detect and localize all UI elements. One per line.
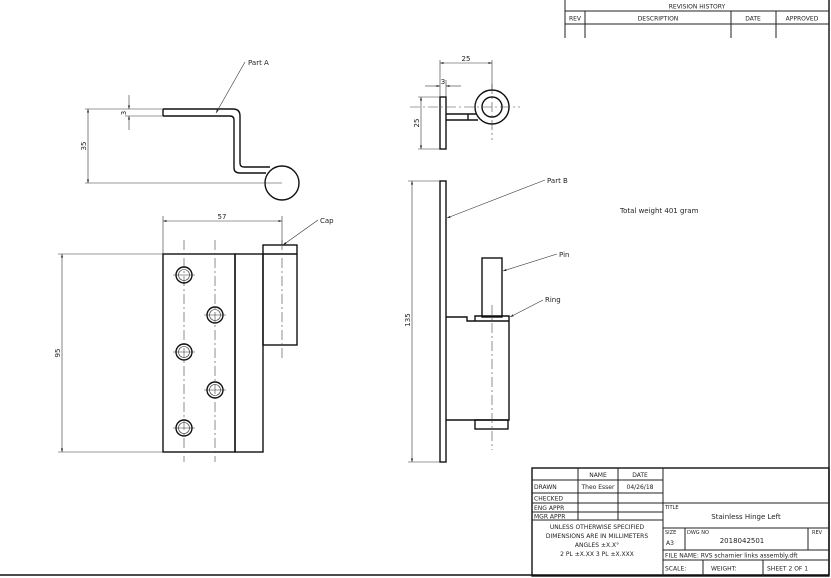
- title-block: NAME DATE DRAWN Theo Esser 04/26/18 CHEC…: [531, 467, 830, 577]
- total-weight-note: Total weight 401 gram: [619, 207, 699, 215]
- size-value: A3: [666, 540, 674, 547]
- screw-hole: [173, 343, 195, 361]
- tolerance-note-line: 2 PL ±X.XX 3 PL ±X.XXX: [560, 551, 634, 558]
- dim-width-25: 25: [462, 55, 471, 63]
- dim-thickness-3: 3: [120, 111, 128, 115]
- screw-hole: [173, 419, 195, 437]
- side-view-hinge: 135 Part B Pin Ring: [404, 177, 569, 463]
- label-part-b: Part B: [547, 177, 568, 185]
- label-cap: Cap: [320, 217, 334, 225]
- revision-history-title: REVISION HISTORY: [669, 4, 726, 11]
- role-checked: CHECKED: [534, 496, 563, 503]
- dim-height-95: 95: [54, 349, 62, 358]
- top-view-part-b: 25 3 25: [410, 55, 520, 150]
- name-header: NAME: [589, 472, 607, 479]
- dim-thickness-3-right: 3: [441, 78, 445, 86]
- date-col-header: DATE: [745, 16, 761, 23]
- screw-hole: [204, 381, 226, 399]
- drawn-name: Theo Esser: [581, 484, 615, 491]
- dim-height-135: 135: [404, 313, 412, 326]
- screw-hole: [173, 266, 195, 284]
- tolerance-note-line: ANGLES ±X.X°: [575, 542, 619, 549]
- tolerance-note-line: UNLESS OTHERWISE SPECIFIED: [550, 524, 645, 531]
- weight-label: WEIGHT:: [711, 566, 737, 573]
- dim-height-25: 25: [413, 119, 421, 128]
- scale-label: SCALE:: [665, 566, 686, 573]
- approved-col-header: APPROVED: [786, 16, 819, 23]
- tolerance-note-line: DIMENSIONS ARE IN MILLIMETERS: [546, 533, 648, 540]
- role-drawn: DRAWN: [534, 484, 557, 491]
- rev-label: REV: [812, 530, 823, 536]
- dim-width-57: 57: [218, 213, 227, 221]
- screw-hole: [204, 306, 226, 324]
- cap-shape: [262, 244, 298, 346]
- dim-height-35: 35: [80, 142, 88, 151]
- label-ring: Ring: [545, 296, 561, 304]
- dwg-no-label: DWG NO: [687, 530, 709, 536]
- drawing-title: Stainless Hinge Left: [711, 513, 781, 521]
- date-header: DATE: [632, 472, 648, 479]
- dwg-no-value: 2018042501: [720, 537, 765, 545]
- revision-history-table: REVISION HISTORY REV DESCRIPTION DATE AP…: [564, 0, 829, 38]
- title-label: TITLE: [664, 505, 679, 511]
- size-label: SIZE: [665, 530, 676, 536]
- rev-col-header: REV: [569, 16, 582, 23]
- top-view-part-a: 3 35 Part A: [80, 59, 300, 201]
- label-pin: Pin: [559, 251, 569, 259]
- description-col-header: DESCRIPTION: [638, 16, 679, 23]
- file-name: FILE NAME: RVS scharnier links assembly.…: [665, 553, 798, 560]
- role-mgr-appr: MGR APPR: [534, 514, 565, 521]
- role-eng-appr: ENG APPR: [534, 505, 564, 512]
- front-view-hinge: 57 95 Cap: [54, 213, 334, 462]
- pin-shape: [481, 257, 503, 318]
- label-part-a: Part A: [248, 59, 269, 67]
- drawn-date: 04/26/18: [627, 484, 654, 491]
- sheet-label: SHEET 2 OF 1: [767, 566, 808, 573]
